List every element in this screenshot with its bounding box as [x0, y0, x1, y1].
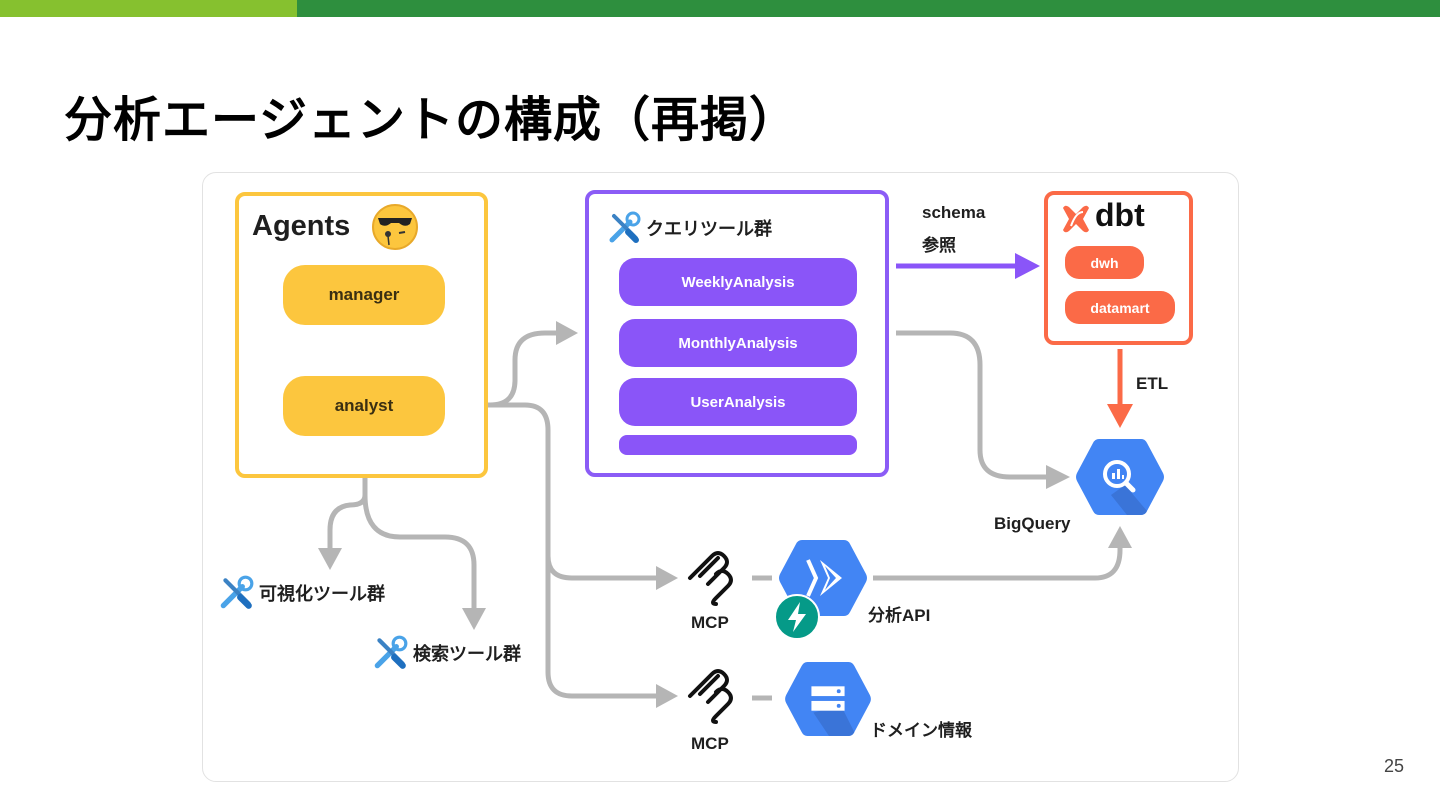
agent-manager[interactable]: manager [283, 265, 445, 325]
slide-title: 分析エージェントの構成（再掲） [64, 92, 799, 148]
query-tool-monthly[interactable]: MonthlyAnalysis [619, 319, 857, 367]
query-tools-title: クエリツール群 [646, 219, 772, 239]
query-tool-more[interactable] [619, 435, 857, 455]
query-tool-user[interactable]: UserAnalysis [619, 378, 857, 426]
mcp-api-label: MCP [691, 613, 729, 632]
agents-title: Agents [252, 210, 351, 242]
page-number: 25 [1384, 756, 1405, 776]
search-tools-label: 検索ツール群 [413, 644, 521, 664]
fastapi-icon [774, 594, 820, 640]
tools-icon [609, 211, 641, 243]
top-accent-bar-light [0, 0, 297, 17]
dbt-datamart[interactable]: datamart [1065, 291, 1175, 324]
query-tools-header: クエリツール群 [606, 210, 772, 246]
mcp-domain-label: MCP [691, 734, 729, 753]
dbt-logo-icon [1063, 205, 1089, 233]
schema-label: schema [922, 203, 986, 222]
mcp-icon[interactable] [686, 548, 744, 608]
viz-tools[interactable]: 可視化ツール群 [217, 574, 385, 612]
viz-tools-label: 可視化ツール群 [259, 584, 385, 604]
domain-info-label: ドメイン情報 [870, 721, 972, 740]
dbt-title: dbt [1095, 197, 1145, 233]
bigquery-label: BigQuery [994, 514, 1071, 533]
schema-ref-label: 参照 [922, 236, 956, 255]
tools-icon [220, 575, 254, 609]
sunglasses-emoji-icon [372, 204, 418, 250]
query-tool-weekly[interactable]: WeeklyAnalysis [619, 258, 857, 306]
agent-analyst[interactable]: analyst [283, 376, 445, 436]
tools-icon [374, 635, 408, 669]
etl-label: ETL [1136, 374, 1169, 393]
cloud-storage-icon[interactable] [784, 660, 872, 738]
bigquery-icon[interactable] [1075, 437, 1165, 517]
analysis-api-label: 分析API [868, 606, 931, 625]
dbt-dwh[interactable]: dwh [1065, 246, 1144, 279]
top-accent-bar-dark [297, 0, 1440, 17]
mcp-icon[interactable] [686, 666, 744, 726]
search-tools[interactable]: 検索ツール群 [371, 634, 521, 672]
